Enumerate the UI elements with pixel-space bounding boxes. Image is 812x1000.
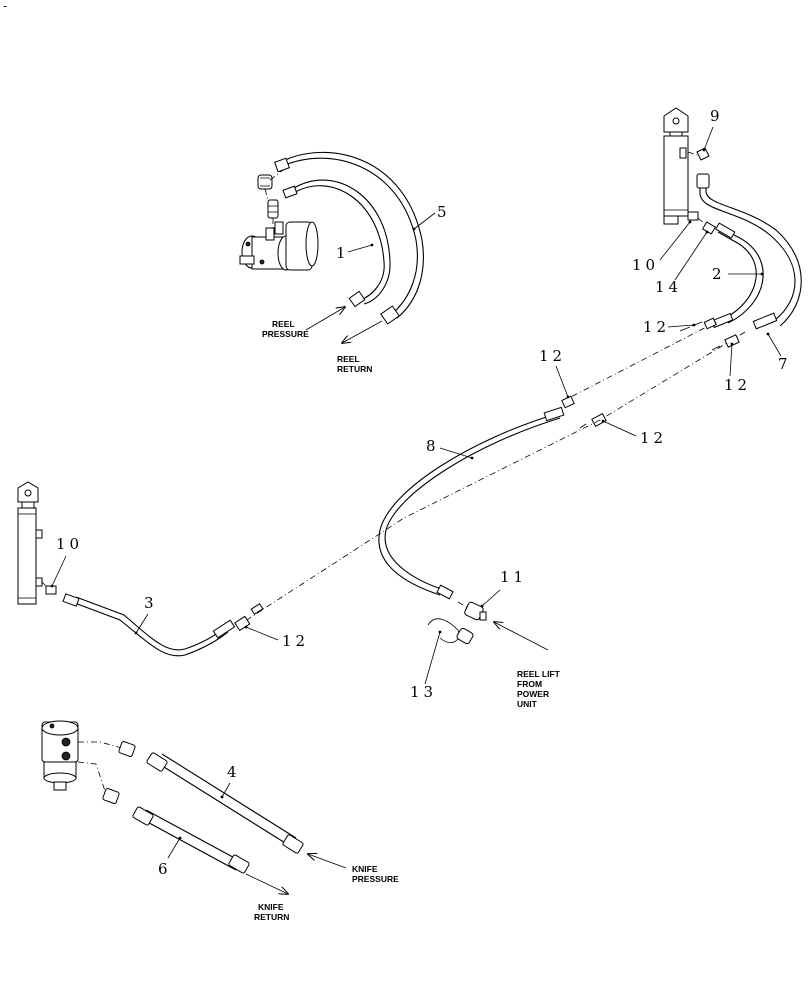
hose-2 (710, 222, 764, 329)
knife-valve (41, 720, 79, 791)
hose-8 (378, 406, 565, 600)
fitting-9 (687, 147, 710, 161)
dust-cap-13 (427, 618, 474, 645)
callout-12-e: 12 (282, 632, 309, 650)
callout-1: 1 (336, 244, 350, 262)
callout-3: 3 (144, 594, 158, 612)
callout-5: 5 (437, 203, 451, 221)
callout-14: 14 (655, 278, 682, 296)
label-reel-pressure: REEL PRESSURE (262, 319, 309, 339)
hose-1 (282, 179, 391, 308)
tube-lower (579, 331, 746, 429)
hose-4 (146, 752, 304, 854)
tube-upper (561, 317, 717, 409)
callout-6: 6 (158, 860, 172, 878)
lift-cylinder-right (663, 107, 689, 225)
hose-7 (696, 173, 802, 330)
callout-12-d: 12 (640, 429, 667, 447)
callout-8: 8 (426, 437, 440, 455)
reel-motor-fittings (257, 169, 284, 228)
corner-mark: - (3, 0, 11, 13)
label-knife-pressure: KNIFE PRESSURE (352, 864, 399, 884)
callout-12-b: 12 (724, 376, 751, 394)
fitting-14 (697, 217, 717, 235)
callout-9: 9 (710, 107, 724, 125)
label-reel-return: REEL RETURN (337, 354, 372, 374)
callout-4: 4 (227, 763, 241, 781)
callout-12-a: 12 (643, 318, 670, 336)
reel-motor (239, 221, 319, 271)
callout-12-c: 12 (539, 347, 566, 365)
label-knife-return: KNIFE RETURN (254, 902, 289, 922)
callout-10-left: 10 (56, 535, 83, 553)
callout-10-right: 10 (632, 256, 659, 274)
callout-13: 13 (410, 683, 437, 701)
hose-6 (132, 806, 250, 874)
tube-diagonal (234, 419, 601, 632)
knife-fittings (77, 741, 136, 804)
fitting-10-left (41, 581, 57, 595)
coupler-11 (457, 601, 487, 621)
hose-5 (274, 151, 424, 325)
label-reel-lift: REEL LIFT FROM POWER UNIT (517, 669, 562, 709)
callout-7: 7 (778, 355, 792, 373)
fitting-10-right (678, 211, 699, 221)
lift-cylinder-left (17, 481, 43, 605)
callout-11: 11 (500, 568, 527, 586)
callout-2: 2 (712, 265, 726, 283)
